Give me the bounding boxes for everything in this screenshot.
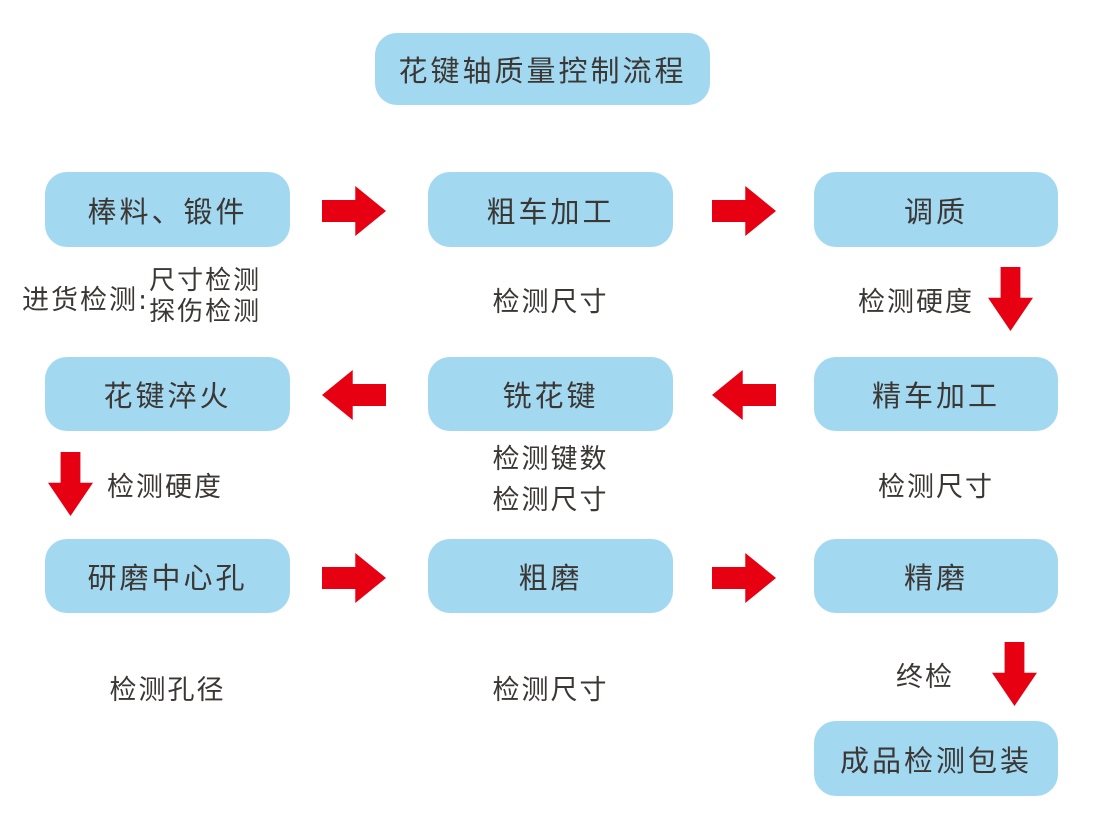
process-box-bar-stock-forgings: 棒料、锻件 — [45, 172, 290, 247]
process-box-finish-turning: 精车加工 — [814, 357, 1058, 431]
arrow-right-icon — [322, 553, 386, 603]
note-dimension-check: 尺寸检测 — [149, 266, 262, 297]
process-box-grind-center-hole: 研磨中心孔 — [45, 539, 290, 613]
process-box-rough-turning: 粗车加工 — [428, 172, 673, 247]
note-check-dimensions-2: 检测尺寸 — [878, 472, 994, 503]
arrow-right-icon — [712, 186, 776, 236]
arrow-left-icon — [322, 370, 386, 420]
process-box-rough-grinding: 粗磨 — [428, 539, 673, 613]
process-box-finished-product-packaging: 成品检测包装 — [814, 721, 1058, 796]
arrow-left-icon — [712, 370, 776, 420]
process-box-spline-milling: 铣花键 — [428, 357, 673, 431]
incoming-inspection-items: 尺寸检测 探伤检测 — [149, 266, 261, 327]
arrow-down-icon — [988, 267, 1033, 331]
process-box-spline-quenching: 花键淬火 — [45, 357, 290, 431]
arrow-right-icon — [712, 553, 776, 603]
note-check-dimensions-3: 检测尺寸 — [492, 675, 609, 706]
note-check-hardness-text: 检测硬度 — [858, 286, 974, 318]
note-check-size: 检测尺寸 — [492, 484, 609, 516]
spline-check-lines: 检测键数 检测尺寸 — [493, 440, 609, 521]
note-flaw-detection: 探伤检测 — [149, 297, 262, 327]
note-check-hardness-2: 检测硬度 — [48, 452, 223, 516]
note-check-hardness: 检测硬度 — [858, 267, 1033, 331]
incoming-inspection-label: 进货检测: — [22, 284, 150, 316]
note-incoming-inspection: 进货检测: 尺寸检测 探伤检测 — [22, 262, 261, 332]
note-check-key-count: 检测键数 — [492, 444, 609, 475]
title-box: 花键轴质量控制流程 — [375, 33, 710, 105]
note-check-hole-diameter: 检测孔径 — [109, 675, 226, 706]
note-final-inspection: 终检 — [896, 642, 1037, 706]
note-check-hardness-2-text: 检测硬度 — [107, 471, 223, 503]
arrow-down-icon — [48, 452, 93, 516]
arrow-right-icon — [322, 186, 386, 236]
note-check-key-count-size: 检测键数 检测尺寸 — [428, 440, 673, 521]
note-final-inspection-text: 终检 — [896, 661, 954, 693]
process-box-quench-temper: 调质 — [814, 172, 1058, 247]
arrow-down-icon — [992, 642, 1037, 706]
process-box-finish-grinding: 精磨 — [814, 539, 1058, 613]
note-check-dimensions: 检测尺寸 — [492, 287, 609, 318]
